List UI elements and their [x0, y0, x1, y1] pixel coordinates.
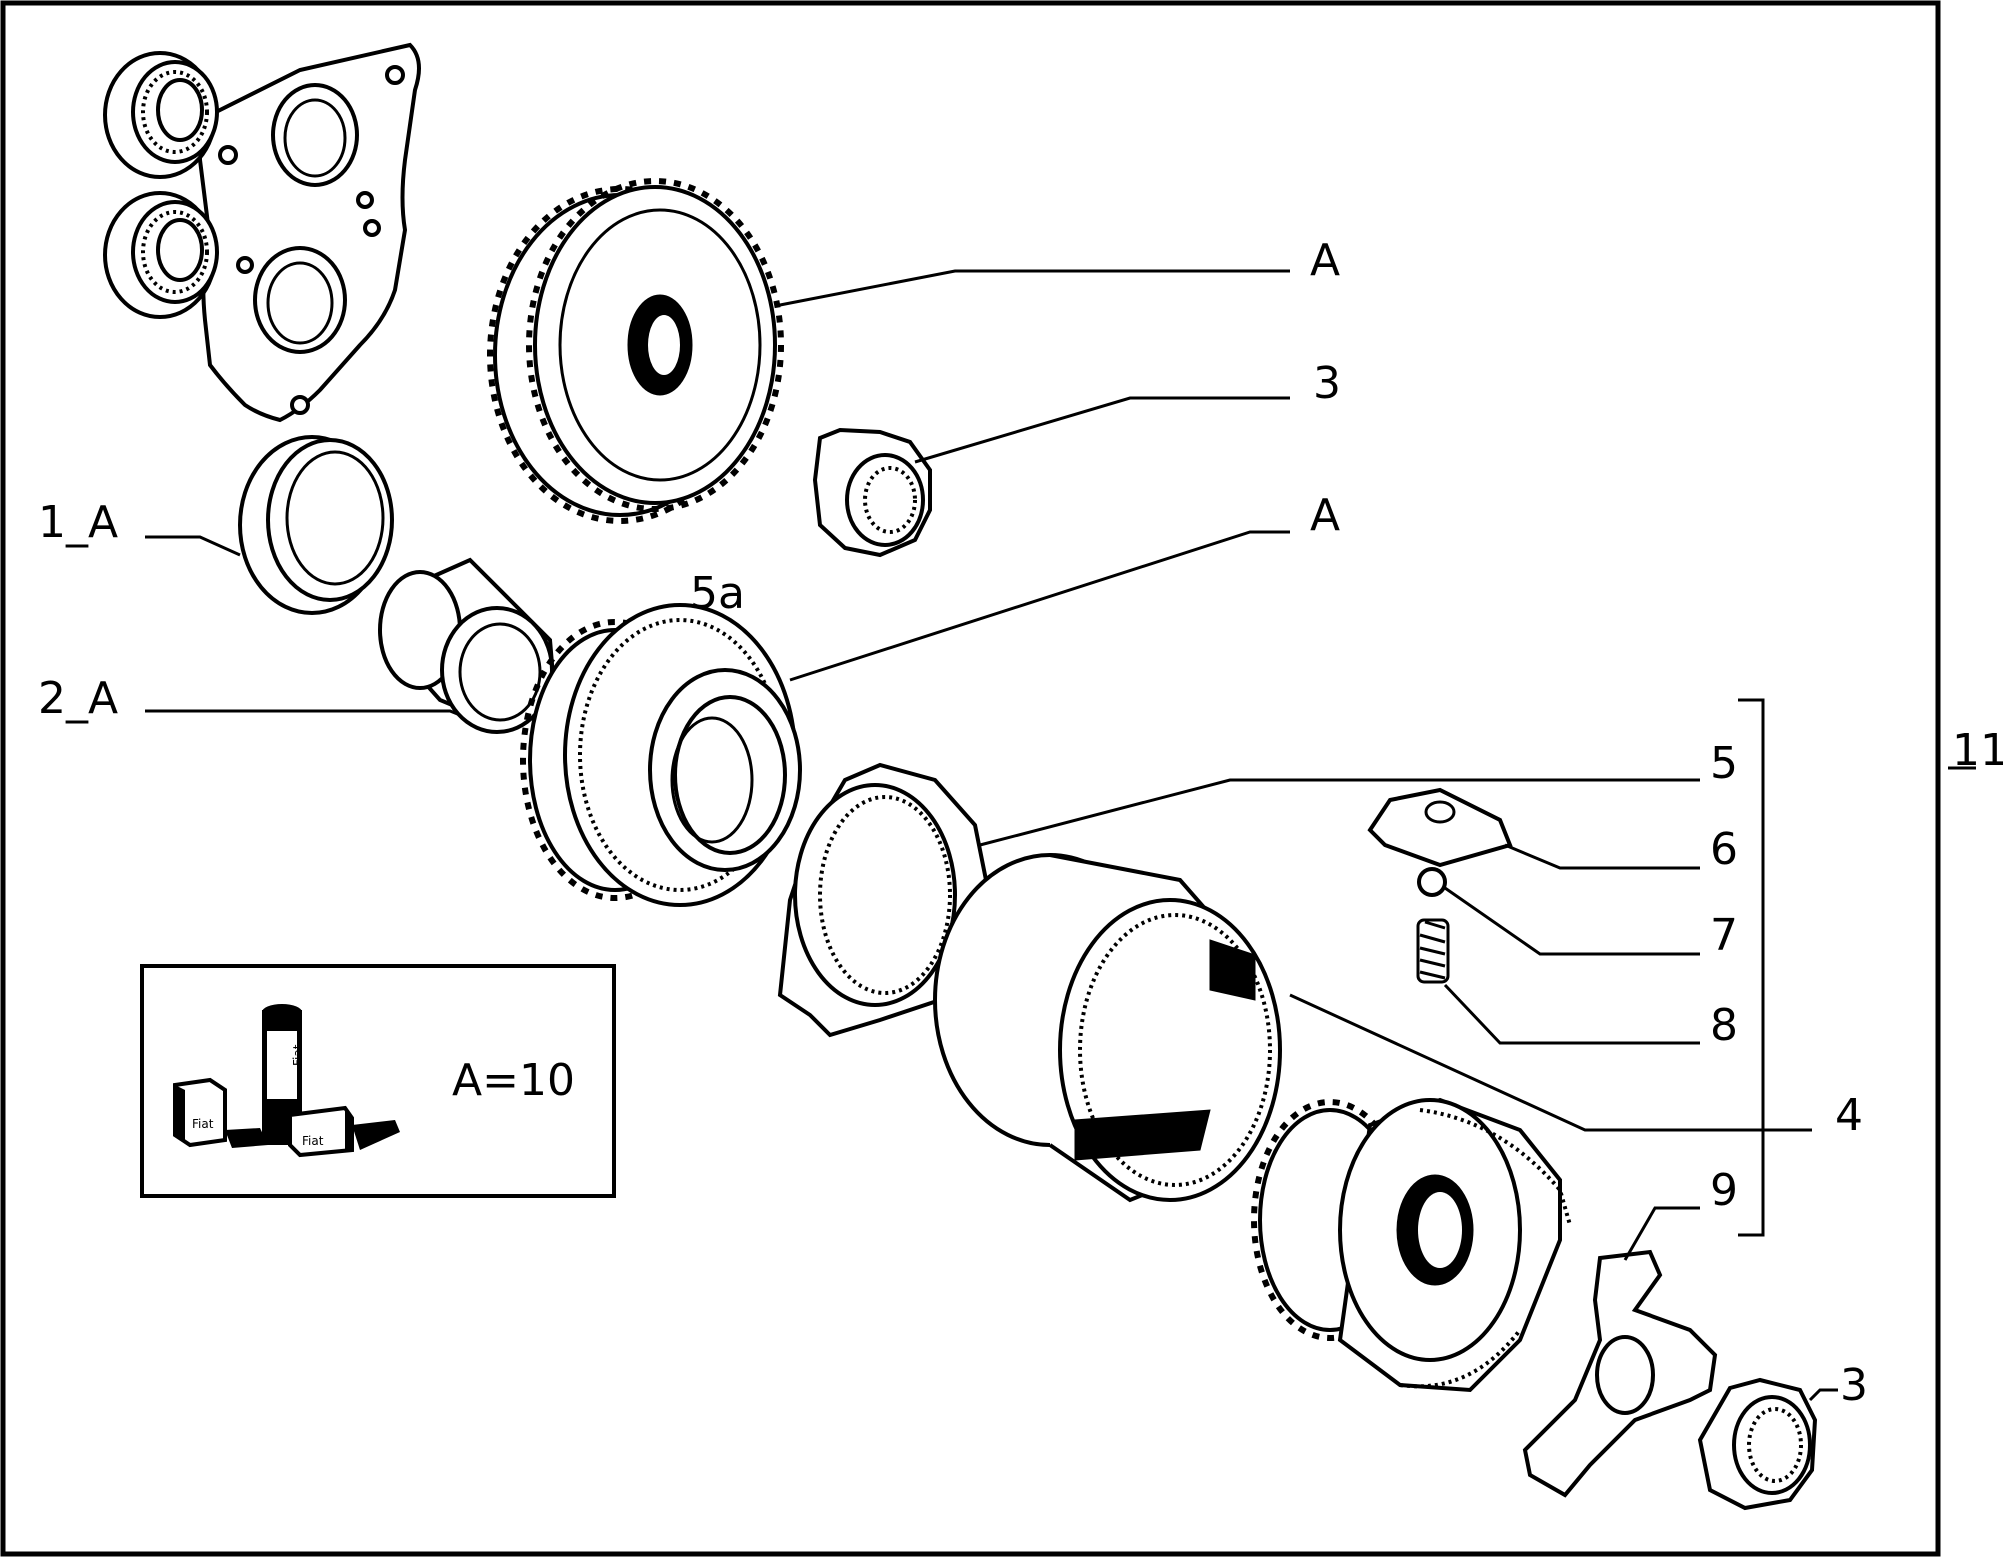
sleeve-4 — [933, 853, 1282, 1203]
label-nut-bottom: 3 — [1840, 1360, 1868, 1411]
label-group-11: 11 — [1952, 725, 2003, 776]
leader-lines — [145, 269, 1976, 1402]
label-gear-top: A — [1310, 235, 1340, 286]
label-plate-9: 9 — [1710, 1165, 1738, 1216]
nut-bottom — [1697, 1377, 1818, 1511]
label-synchro-ring-5: 5 — [1710, 738, 1738, 789]
label-nut-top: 3 — [1313, 358, 1341, 409]
bush-2 — [378, 557, 558, 734]
label-ring-1: 1_A — [38, 497, 118, 548]
label-key-6: 6 — [1710, 824, 1738, 875]
ring-1 — [238, 435, 394, 615]
ball-7 — [1417, 867, 1447, 897]
driven-gear-top — [487, 178, 784, 524]
plate-9 — [1522, 1249, 1718, 1498]
legend-tube-text: Fiat — [291, 1044, 305, 1066]
label-ball-7: 7 — [1710, 910, 1738, 961]
synchro-hub-gear — [1251, 1097, 1572, 1393]
label-spring-8: 8 — [1710, 1000, 1738, 1051]
legend-box — [140, 964, 616, 1198]
label-gear-5a: 5a — [690, 568, 745, 619]
callout-labels: A 3 A 1_A 2_A 5a 5 6 7 8 4 9 3 11 — [38, 235, 2003, 1411]
label-sleeve-4: 4 — [1835, 1090, 1863, 1141]
bearing-plate-assembly — [103, 42, 421, 423]
legend-cartridge-left: Fiat — [173, 1077, 268, 1148]
diagram-border — [0, 0, 1941, 1557]
label-bush-2: 2_A — [38, 673, 118, 724]
spring-8 — [1416, 918, 1450, 984]
nut-top — [812, 427, 932, 558]
bearing-upper — [103, 51, 219, 179]
legend-text: A=10 — [452, 1055, 575, 1106]
key-6 — [1367, 787, 1513, 868]
legend-cartridge-left-text: Fiat — [192, 1117, 214, 1131]
label-gear-5a-lead: A — [1310, 490, 1340, 541]
legend-cartridge-right: Fiat — [288, 1105, 400, 1158]
gear-5a — [520, 603, 802, 907]
lubricant-legend: Fiat Fiat Fiat A=10 — [140, 964, 616, 1198]
legend-cartridge-right-text: Fiat — [302, 1134, 324, 1148]
bearing-lower — [103, 191, 219, 319]
